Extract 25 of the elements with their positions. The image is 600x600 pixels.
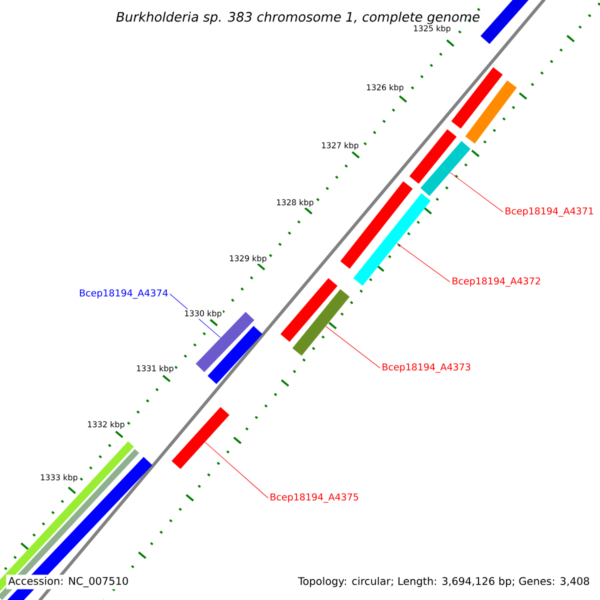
gene-bar [172, 406, 230, 470]
genome-info-text: Topology: circular; Length: 3,694,126 bp; Genes: 3,408 [298, 576, 590, 588]
leader-line [396, 243, 450, 282]
tick-label: 1327 kbp [320, 141, 360, 151]
accession-text: Accession: NC_007510 [6, 574, 131, 590]
gene-bar [353, 193, 431, 286]
gene-bar [420, 141, 471, 196]
leader-line [326, 326, 380, 368]
title: Burkholderia sp. 383 chromosome 1, complete genome [116, 12, 480, 24]
leader-line [204, 442, 268, 498]
gene-label: Bcep18194_A4373 [382, 363, 470, 373]
gene-label: Bcep18194_A4374 [80, 289, 168, 299]
tick-label: 1332 kbp [86, 420, 126, 430]
gene-bar [292, 289, 350, 356]
tick-label: 1329 kbp [228, 254, 268, 264]
tick-label: 1326 kbp [365, 83, 405, 93]
gene-label: Bcep18194_A4371 [506, 207, 594, 217]
tick-label: 1333 kbp [39, 473, 79, 483]
tick-label: 1325 kbp [412, 24, 452, 34]
gene-label: Bcep18194_A4372 [452, 277, 540, 287]
tick-label: 1328 kbp [275, 198, 315, 208]
tick-label: 1331 kbp [135, 364, 175, 374]
leader-line [450, 172, 504, 212]
gene-label: Bcep18194_A4375 [270, 493, 358, 503]
tick-label: 1330 kbp [183, 309, 223, 319]
